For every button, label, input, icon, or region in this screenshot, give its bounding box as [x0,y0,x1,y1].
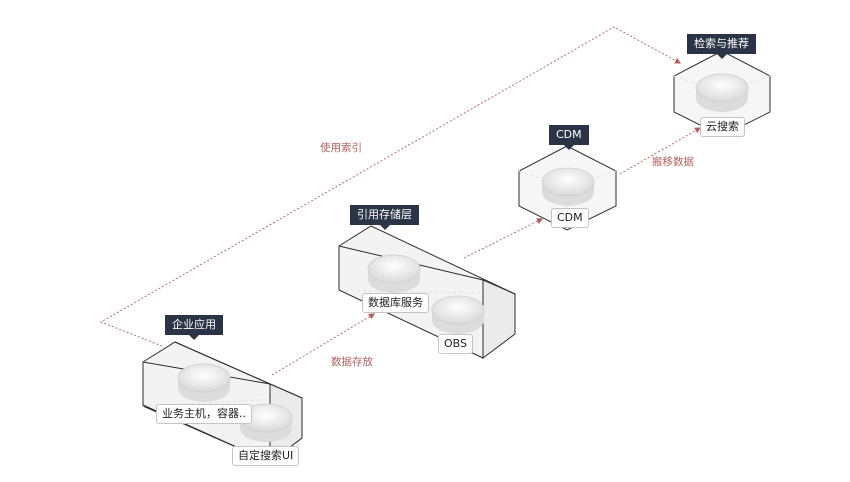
node-title-storage-layer: 引用存储层 [350,205,419,230]
puck-obs [431,295,485,334]
puck-database-service [367,254,421,293]
platform-storage-layer [338,225,516,359]
item-cloud-search: 云搜索 [700,117,745,137]
item-database-service: 数据库服务 [362,293,429,313]
flow-arrow-move [619,127,702,175]
flow-label-move: 搬移数据 [652,156,694,168]
platform-enterprise-apps [142,341,303,463]
node-title-search: 检索与推荐 [687,34,756,59]
flow-label-index: 使用索引 [320,142,362,154]
puck-custom-search-ui [239,403,293,442]
item-business-hosts: 业务主机，容器.. [156,404,252,424]
puck-cloud-search [695,73,749,112]
item-custom-search-ui: 自定搜索UI [232,446,300,466]
node-title-cdm: CDM [549,125,589,150]
flow-arrow-index [99,26,682,347]
flow-label-store: 数据存放 [331,356,373,368]
puck-cdm [541,167,595,206]
node-title-enterprise-apps: 企业应用 [165,315,223,340]
flow-arrow-storage-to-cdm [463,218,544,259]
item-cdm: CDM [551,208,589,228]
item-obs: OBS [438,334,473,354]
puck-business-hosts [177,363,231,402]
